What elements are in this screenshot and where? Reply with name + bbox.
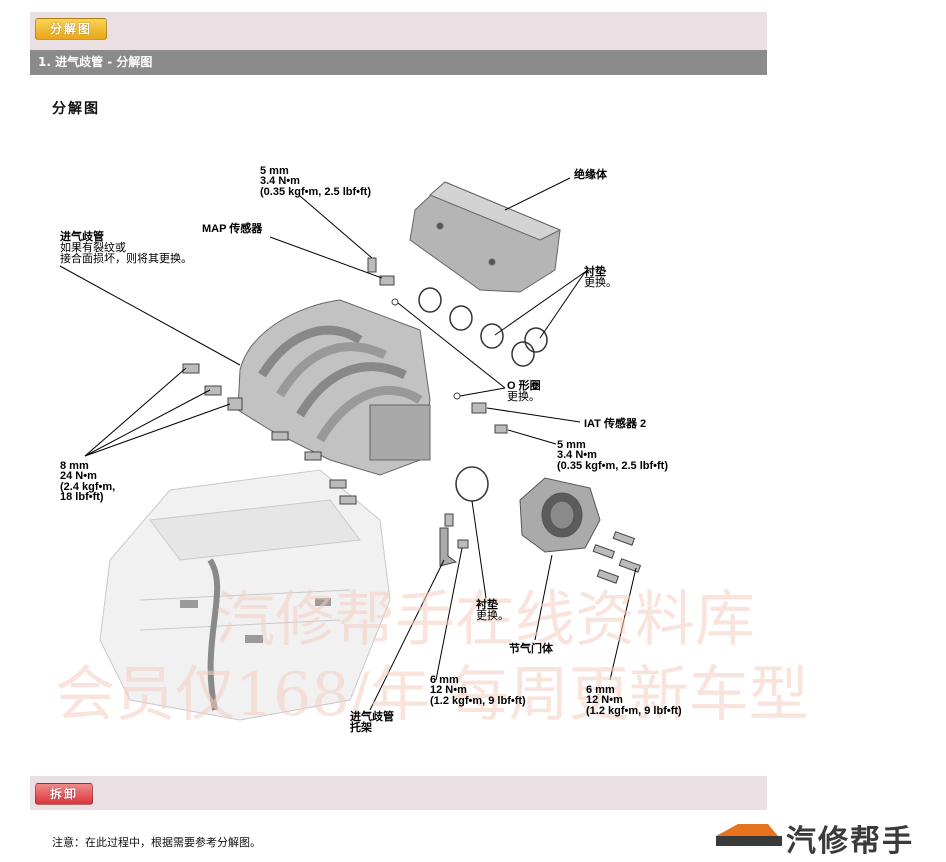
bolt-size-label: 5 mm (260, 165, 289, 177)
manifold-label: 进气歧管 (60, 229, 104, 243)
o-ring-label: O 形圈 (507, 379, 541, 392)
throttle-body-gasket (455, 466, 489, 502)
insulator-label: 绝缘体 (574, 167, 608, 181)
iat-bolt-size: 5 mm (557, 439, 586, 451)
watermark-line-1: 汽修帮手在线资料库 (215, 585, 755, 655)
engine-block-illustration (99, 469, 391, 721)
throttle-gasket-label: 衬垫 (476, 597, 498, 611)
exploded-view-badge: 分解图 (35, 18, 108, 40)
throttle-bolt-torque: 12 N•m (586, 694, 623, 706)
car-body-icon (716, 836, 782, 846)
bracket-bolt-torque-imperial: (1.2 kgf•m, 9 lbf•ft) (430, 695, 526, 707)
car-roof-icon (716, 824, 778, 836)
gasket-label: 衬垫 (584, 264, 606, 278)
iat-bolt-torque-imperial: (0.35 kgf•m, 2.5 lbf•ft) (557, 460, 668, 472)
manifold-bolt-torque-imperial-1: (2.4 kgf•m, (60, 481, 115, 493)
small-parts (182, 257, 642, 584)
leader-lines (59, 177, 637, 711)
watermark-line-2: 会员仅168/年 每周更新车型 (55, 660, 809, 730)
throttle-bolt-size: 6 mm (586, 684, 615, 696)
brand-logo-mark (708, 812, 946, 856)
bolt-torque-label: 3.4 N•m (260, 175, 300, 187)
bracket-bolt-torque: 12 N•m (430, 684, 467, 696)
removal-badge: 拆卸 (35, 783, 94, 805)
manifold-note-1: 如果有裂纹或 (60, 240, 126, 254)
manifold-bolt-torque: 24 N•m (60, 470, 97, 482)
removal-header-band: 拆卸 (30, 776, 767, 810)
brand-logo-text: 汽修帮手 (786, 824, 914, 859)
bracket-bolt-size: 6 mm (430, 674, 459, 686)
throttle-bolt-torque-imperial: (1.2 kgf•m, 9 lbf•ft) (586, 705, 682, 717)
section-title-bar: 1. 进气歧管 - 分解图 (30, 50, 767, 75)
iat-bolt-torque: 3.4 N•m (557, 449, 597, 461)
subheading: 分解图 (52, 101, 100, 117)
intake-manifold-part (237, 299, 431, 476)
iat-sensor-label: IAT 传感器 2 (584, 416, 646, 430)
gasket-note: 更换。 (584, 275, 617, 289)
insulator-part (409, 181, 562, 293)
bracket-label-1: 进气歧管 (350, 709, 394, 723)
gasket-rings (418, 287, 548, 367)
throttle-body-label: 节气门体 (509, 641, 554, 655)
manifold-note-2: 接合面损坏，则将其更换。 (60, 251, 192, 265)
section-header-band: 分解图 (30, 12, 767, 50)
manifold-bolt-torque-imperial-2: 18 lbf•ft) (60, 491, 104, 503)
throttle-gasket-note: 更换。 (476, 608, 509, 622)
bolt-torque-imperial-label: (0.35 kgf•m, 2.5 lbf•ft) (260, 186, 371, 198)
map-sensor-label: MAP 传感器 (202, 221, 263, 235)
bracket-label-2: 托架 (350, 720, 372, 734)
o-ring-note: 更换。 (507, 389, 540, 403)
manifold-bolt-size: 8 mm (60, 460, 89, 472)
throttle-body-part (519, 477, 601, 553)
removal-note: 注意：在此过程中，根据需要参考分解图。 (52, 836, 261, 849)
